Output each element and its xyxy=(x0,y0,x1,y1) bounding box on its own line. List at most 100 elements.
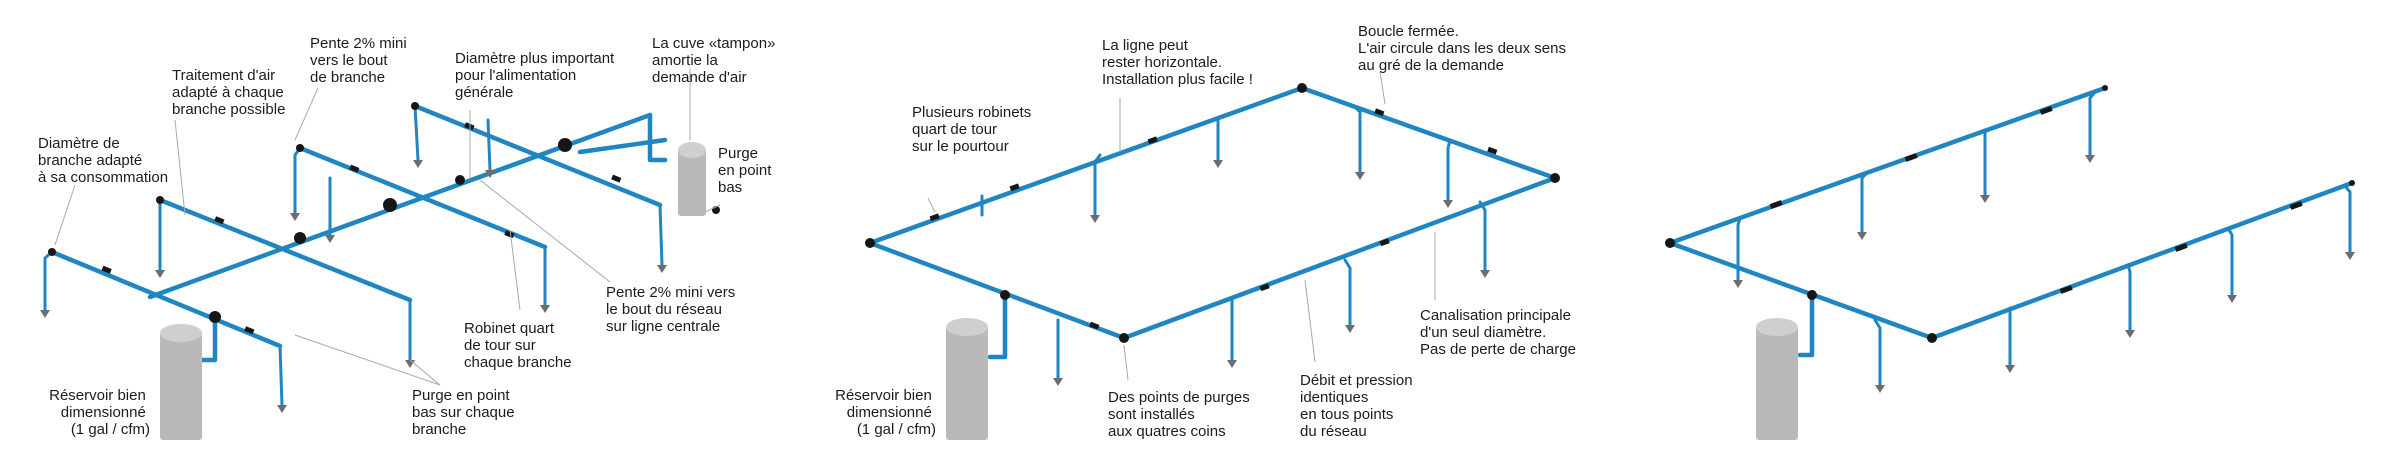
label-reservoir: Réservoir bien dimensionné (1 gal / cfm) xyxy=(49,387,150,438)
label-slope-branch: Pente 2% mini vers le bout de branche xyxy=(310,35,411,86)
corner-drain-icon xyxy=(1297,83,1307,93)
reservoir-feed xyxy=(195,314,218,363)
drops-right xyxy=(1736,90,2352,387)
outlet-icon xyxy=(413,160,423,168)
labels-middle: Plusieurs robinets quart de tour sur le … xyxy=(835,23,1576,440)
label-closed-loop: Boucle fermée. L'air circule dans les de… xyxy=(1358,23,1570,74)
drops-middle xyxy=(980,105,1487,380)
outlets-left xyxy=(40,160,667,413)
valve-icon xyxy=(611,174,622,183)
outlet-icon xyxy=(2085,155,2095,163)
outlet-icon xyxy=(2345,252,2355,260)
outlet-icon xyxy=(2125,330,2135,338)
outlet-icon xyxy=(1857,232,1867,240)
pipes-left xyxy=(49,103,668,363)
tee-fitting-icon xyxy=(294,232,306,244)
reservoir-left xyxy=(160,324,202,440)
valve-icon xyxy=(214,216,225,225)
outlet-icon xyxy=(1480,270,1490,278)
labels-left: Diamètre de branche adapté à sa consomma… xyxy=(38,35,780,438)
fittings-left xyxy=(48,102,622,335)
outlet-icon xyxy=(540,305,550,313)
outlets-right xyxy=(1733,155,2355,393)
label-quarter-valve: Robinet quart de tour sur chaque branche xyxy=(464,320,572,371)
valve-icon xyxy=(244,326,255,335)
tee-fitting-icon xyxy=(383,198,397,212)
corner-drain-icon xyxy=(865,238,875,248)
coupling-icon xyxy=(2289,201,2303,210)
corner-drain-icon xyxy=(1119,333,1129,343)
coupling-icon xyxy=(2059,285,2073,294)
open-network-pipe xyxy=(1667,85,2355,341)
diagram-open-network xyxy=(1665,85,2355,440)
tee-fitting-icon xyxy=(558,138,572,152)
diagram-branched-network: Diamètre de branche adapté à sa consomma… xyxy=(38,35,780,440)
outlet-icon xyxy=(1345,325,1355,333)
diagram-closed-loop: Plusieurs robinets quart de tour sur le … xyxy=(835,23,1576,440)
drop xyxy=(43,250,54,312)
label-equal-flow: Débit et pression identiques en tous poi… xyxy=(1300,372,1417,440)
label-air-treatment: Traitement d'air adapté à chaque branche… xyxy=(172,67,288,118)
branch-4 xyxy=(412,103,663,208)
leaders-middle xyxy=(927,71,1436,381)
coupling-icon xyxy=(2039,106,2053,115)
outlet-icon xyxy=(1875,385,1885,393)
valve-icon xyxy=(929,213,940,222)
outlet-icon xyxy=(1053,378,1063,386)
outlet-icon xyxy=(290,213,300,221)
reservoir-feed-right xyxy=(1797,292,1815,358)
label-valves: Plusieurs robinets quart de tour sur le … xyxy=(912,104,1035,155)
label-main-pipe: Canalisation principale d'un seul diamèt… xyxy=(1420,307,1576,358)
drop xyxy=(658,203,664,267)
tee-fitting-icon xyxy=(411,102,419,110)
outlet-icon xyxy=(1443,200,1453,208)
valve-icon xyxy=(1147,136,1158,145)
valve-icon xyxy=(1089,321,1100,330)
label-low-drain: Purge en point bas xyxy=(718,145,776,196)
outlet-icon xyxy=(657,265,667,273)
outlet-icon xyxy=(1733,280,1743,288)
outlet-icon xyxy=(1090,215,1100,223)
branch-1 xyxy=(49,249,283,349)
label-branch-diameter: Diamètre de branche adapté à sa consomma… xyxy=(38,135,168,186)
drop xyxy=(293,146,302,215)
valve-icon xyxy=(1259,283,1270,292)
label-slope-main: Pente 2% mini vers le bout du réseau sur… xyxy=(606,284,739,335)
outlets-middle xyxy=(1053,160,1490,386)
tee-fitting-icon xyxy=(455,175,465,185)
valve-icon xyxy=(1374,108,1385,117)
outlet-icon xyxy=(2227,295,2237,303)
drop xyxy=(486,118,492,172)
outlet-icon xyxy=(405,360,415,368)
tee-fitting-icon xyxy=(296,144,304,152)
reservoir-feed-middle xyxy=(987,292,1008,360)
label-buffer-tank: La cuve «tampon» amortie la demande d'ai… xyxy=(652,35,780,86)
branch-2 xyxy=(157,197,413,303)
label-horizontal: La ligne peut rester horizontale. Instal… xyxy=(1102,37,1253,88)
leaders-left xyxy=(54,68,721,386)
valve-icon xyxy=(1487,146,1498,155)
buffer-tank-left xyxy=(678,142,720,216)
tee-fitting-icon xyxy=(209,311,221,323)
outlet-icon xyxy=(1227,360,1237,368)
coupling-icon xyxy=(2174,243,2188,252)
tank-feed-right xyxy=(647,112,668,163)
reservoir-right xyxy=(1756,318,1798,440)
outlet-icon xyxy=(40,310,50,318)
main-line xyxy=(147,112,653,300)
label-corner-drains: Des points de purges sont installés aux … xyxy=(1108,389,1254,440)
outlet-icon xyxy=(1355,172,1365,180)
outlet-icon xyxy=(277,405,287,413)
label-branch-drain: Purge en point bas sur chaque branche xyxy=(412,387,519,438)
tee-fitting-icon xyxy=(48,248,56,256)
drop xyxy=(278,344,284,407)
fittings-right xyxy=(1665,85,2355,343)
valve-icon xyxy=(464,122,475,131)
valve-icon xyxy=(1379,238,1390,247)
label-reservoir-middle: Réservoir bien dimensionné (1 gal / cfm) xyxy=(835,387,936,438)
label-main-diameter: Diamètre plus important pour l'alimentat… xyxy=(455,50,618,101)
outlet-icon xyxy=(1980,195,1990,203)
coupling-icon xyxy=(1904,153,1918,162)
outlet-icon xyxy=(485,170,495,178)
